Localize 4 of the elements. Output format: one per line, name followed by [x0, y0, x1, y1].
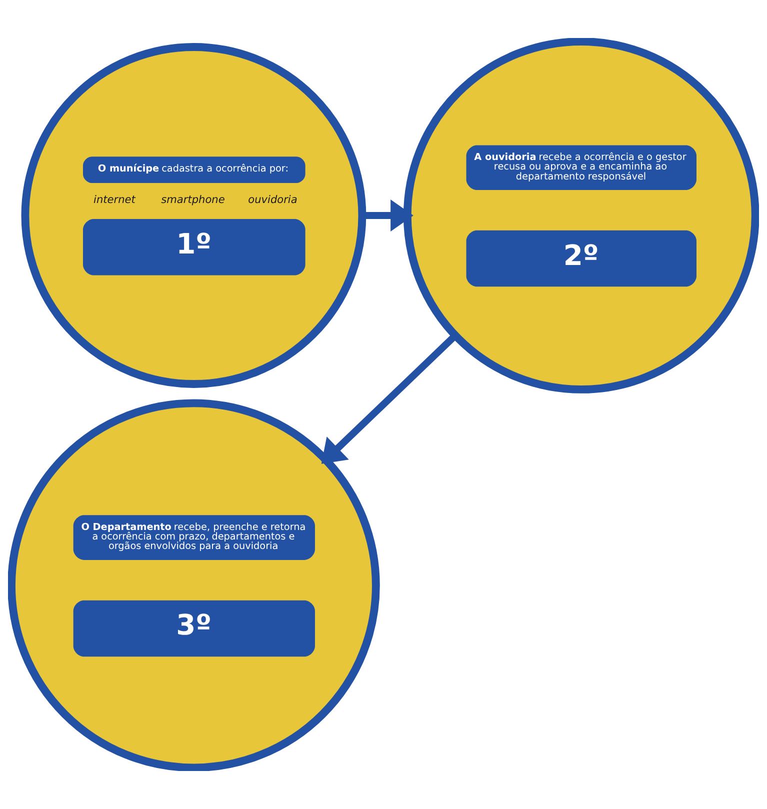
arrow [321, 333, 458, 464]
node-circle: A ouvidoria recebe a ocorrência e o gestor recusa ou aprova e a encaminha ao departamento responsável 2º [403, 38, 759, 394]
node-circle: O Departamento recebe, preenche e retorna a ocorrência com prazo, departamentos e orgãos envolvidos para a ouvidoria 3º [8, 399, 380, 771]
node-circle: O munícipe cadastra a ocorrência por: internet smartphone ouvidoria 1º [21, 43, 366, 388]
